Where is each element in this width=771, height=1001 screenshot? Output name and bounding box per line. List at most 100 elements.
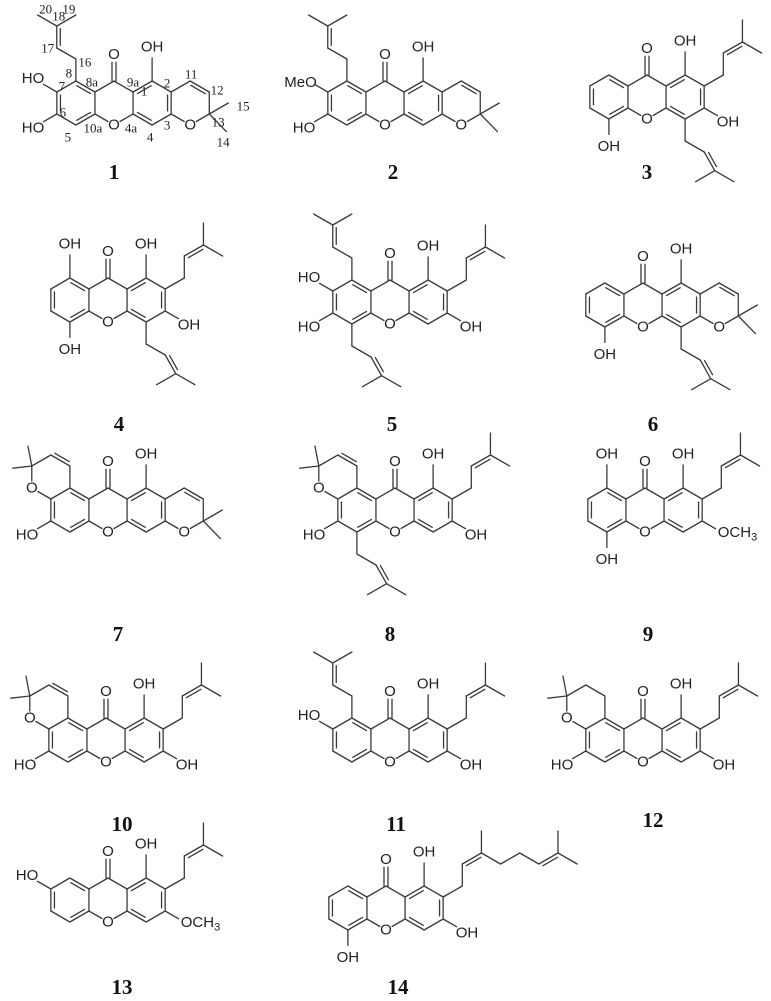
bond — [208, 102, 229, 115]
bond — [170, 113, 185, 123]
bond — [327, 47, 348, 60]
bond — [162, 750, 178, 760]
ring-oxygen: O — [384, 316, 396, 333]
bond — [703, 151, 716, 172]
bond — [684, 140, 705, 153]
bond — [332, 717, 353, 730]
hydroxyl-label: OH — [178, 316, 201, 333]
bond — [699, 359, 712, 380]
bond — [694, 170, 716, 183]
bond — [69, 277, 90, 290]
ring-oxygen: O — [100, 754, 112, 771]
bond — [587, 520, 608, 533]
hydroxyl-label: OH — [413, 843, 436, 860]
bond — [408, 916, 424, 926]
bond — [432, 520, 453, 533]
bond — [145, 487, 166, 500]
bond — [652, 107, 667, 117]
bond — [605, 313, 621, 323]
bond — [10, 695, 31, 699]
hydroxyl-label: OH — [412, 38, 435, 55]
ring-oxygen: O — [102, 524, 114, 541]
bond — [427, 717, 448, 730]
bond — [50, 277, 71, 290]
bond — [606, 520, 627, 533]
bond — [107, 277, 128, 290]
hydroxyl-label: OH — [59, 235, 82, 252]
hydroxyl-label: HO — [298, 318, 321, 335]
bond — [432, 487, 453, 500]
bond — [130, 882, 146, 892]
bond — [737, 304, 758, 317]
bond — [412, 284, 428, 294]
bond — [352, 284, 368, 294]
hydroxyl-label: OH — [422, 445, 445, 462]
bond — [566, 684, 587, 697]
bond — [562, 675, 568, 697]
bond — [466, 113, 481, 123]
bond — [50, 520, 71, 533]
bond — [684, 107, 705, 120]
bond — [538, 852, 559, 865]
bond — [726, 45, 743, 56]
bond — [441, 80, 462, 93]
bond — [27, 445, 33, 467]
atom-number: 19 — [62, 2, 75, 17]
bond — [50, 910, 71, 923]
bond — [351, 279, 372, 292]
bond — [739, 454, 761, 467]
bond — [145, 877, 166, 890]
bond — [680, 348, 701, 361]
bond — [609, 105, 625, 115]
bond — [113, 910, 128, 920]
bond — [699, 750, 715, 760]
atom-number: 4a — [125, 121, 138, 136]
bond — [69, 877, 90, 890]
bond — [720, 454, 742, 467]
bond — [446, 717, 467, 730]
bond — [718, 684, 740, 697]
bond — [189, 80, 210, 93]
carbonyl-oxygen: O — [641, 40, 653, 57]
bond — [589, 107, 610, 120]
bond — [442, 918, 458, 928]
bond — [307, 14, 329, 27]
bond — [667, 518, 683, 528]
bond — [665, 107, 686, 120]
bond — [699, 282, 720, 295]
bond — [724, 458, 741, 469]
pyran-oxygen: O — [713, 319, 725, 336]
bond — [337, 520, 358, 533]
bond — [499, 852, 521, 865]
bond — [469, 250, 486, 261]
bond — [113, 520, 128, 530]
bond — [542, 856, 559, 867]
atom-number: 3 — [164, 118, 171, 133]
bond — [395, 750, 410, 760]
bond — [124, 750, 145, 763]
compound-number: 4 — [113, 412, 125, 436]
hydroxyl-label: OH — [717, 113, 740, 130]
hydroxyl-label: OH — [135, 445, 158, 462]
bond — [412, 722, 428, 732]
bond — [126, 310, 147, 323]
bond — [327, 80, 348, 93]
bond — [346, 80, 367, 93]
bond — [351, 750, 372, 763]
hydroxyl-label: HO — [298, 707, 321, 724]
bond — [607, 492, 623, 502]
bond — [312, 213, 334, 226]
hydroxyl-label: HO — [16, 526, 39, 543]
hydroxyl-label: HO — [22, 70, 45, 87]
bond — [375, 487, 396, 500]
ring-oxygen: O — [102, 314, 114, 331]
bond — [328, 885, 349, 898]
bond — [680, 717, 701, 730]
bond — [489, 454, 511, 467]
hydroxyl-label: OH — [674, 32, 697, 49]
bond — [604, 750, 625, 763]
